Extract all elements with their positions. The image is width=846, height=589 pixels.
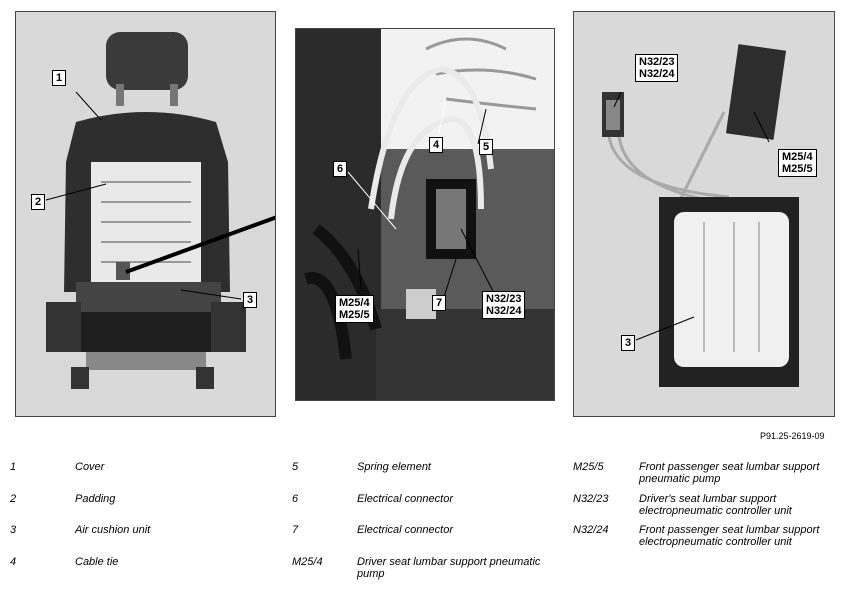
pump-detail-illustration <box>296 29 554 400</box>
legend-num: M25/4 <box>292 556 323 568</box>
legend-text: Padding <box>75 493 116 505</box>
callout-2: 2 <box>31 194 46 210</box>
legend-text: Driver's seat lumbar support electropneu… <box>639 493 792 517</box>
components-illustration <box>602 44 799 387</box>
legend-num: 1 <box>10 461 17 473</box>
legend-text: Air cushion unit <box>75 524 151 536</box>
callout-6: 6 <box>333 161 348 177</box>
legend-text: Electrical connector <box>357 493 453 505</box>
callout-3-air-cushion: 3 <box>621 335 636 351</box>
legend-num: 2 <box>10 493 17 505</box>
legend-num: 4 <box>10 556 17 568</box>
legend-num: 5 <box>292 461 299 473</box>
callout-n32-controller: N32/23 N32/24 <box>482 291 526 319</box>
callout-7: 7 <box>432 295 447 311</box>
legend-text: Electrical connector <box>357 524 453 536</box>
callout-3: 3 <box>243 292 258 308</box>
legend-text: Cable tie <box>75 556 119 568</box>
callout-5: 5 <box>479 139 494 155</box>
legend-num: 7 <box>292 524 299 536</box>
legend-num: 6 <box>292 493 299 505</box>
legend-num: N32/24 <box>573 524 609 536</box>
legend-num: N32/23 <box>573 493 609 505</box>
legend-num: M25/5 <box>573 461 604 473</box>
legend-text: Front passenger seat lumbar support pneu… <box>639 461 820 485</box>
seat-overview-image: 1 2 3 <box>15 11 276 417</box>
callout-1: 1 <box>52 70 67 86</box>
callout-m25-pump: M25/4 M25/5 <box>335 295 374 323</box>
callout-n32-controller-removed: N32/23 N32/24 <box>635 54 679 82</box>
figure-reference: P91.25-2619-09 <box>760 431 825 441</box>
legend-text: Spring element <box>357 461 431 473</box>
callout-4: 4 <box>429 137 444 153</box>
legend-text: Driver seat lumbar support pneumatic pum… <box>357 556 541 580</box>
legend-text: Front passenger seat lumbar support elec… <box>639 524 820 548</box>
callout-m25-pump-removed: M25/4 M25/5 <box>778 149 817 177</box>
legend-num: 3 <box>10 524 17 536</box>
legend-text: Cover <box>75 461 105 473</box>
components-image: N32/23 N32/24 M25/4 M25/5 3 <box>573 11 835 417</box>
seat-illustration <box>45 32 275 389</box>
detail-image: 4 5 6 7 M25/4 M25/5 N32/23 N32/24 <box>295 28 555 401</box>
